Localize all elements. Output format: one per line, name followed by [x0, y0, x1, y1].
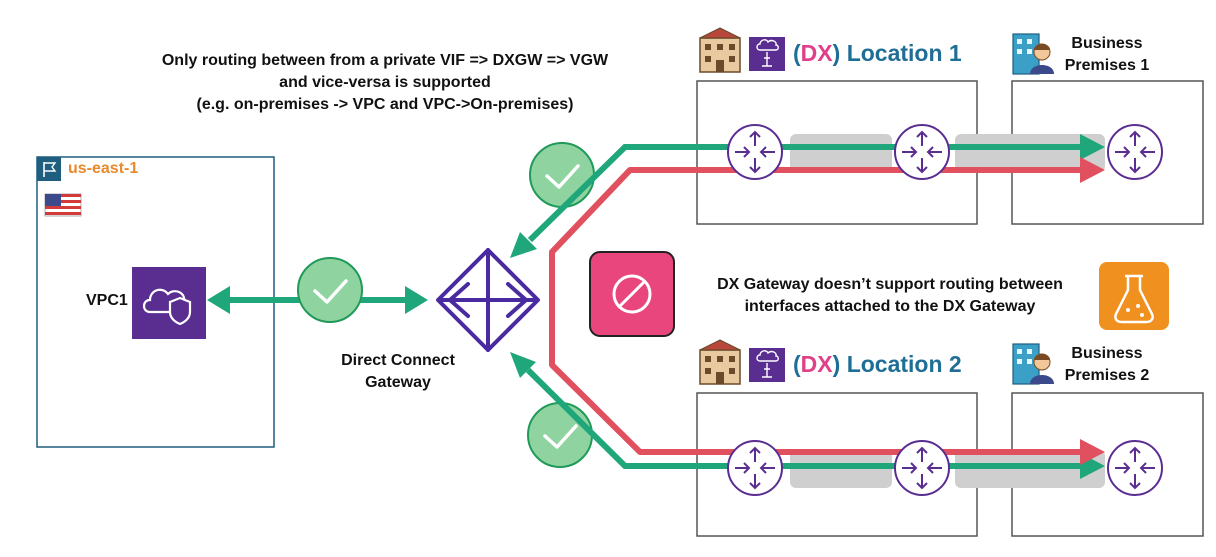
office-worker-icon-1 — [1012, 33, 1054, 75]
blocked-icon — [589, 251, 675, 337]
top-note-line3: (e.g. on-premises -> VPC and VPC->On-pre… — [196, 96, 574, 113]
router-icon-biz2 — [1107, 440, 1163, 496]
location1-dx: DX — [800, 40, 833, 66]
location1-open-paren: ( — [793, 40, 801, 66]
denied-path — [549, 157, 1105, 465]
check-icon-bottom — [527, 402, 593, 468]
location1-close-paren: ) — [832, 40, 841, 66]
router-icon-loc1-a — [727, 124, 783, 180]
location2-dx: DX — [800, 351, 833, 377]
dx-location-icon-1 — [749, 37, 785, 71]
top-note: Only routing between from a private VIF … — [120, 50, 650, 116]
us-flag-icon — [44, 193, 82, 217]
router-icon-loc2-a — [727, 440, 783, 496]
region-flag-icon — [37, 157, 61, 181]
router-icon-loc1-b — [894, 124, 950, 180]
business2-label: Business Premises 2 — [1052, 343, 1162, 387]
dx-gateway-icon — [436, 248, 540, 352]
business1-line1: Business — [1071, 35, 1143, 52]
dx-gateway-label: Direct Connect Gateway — [318, 350, 478, 394]
lab-flask-icon — [1099, 262, 1169, 330]
business1-line2: Premises 1 — [1064, 57, 1150, 74]
location2-title: (DX) Location 2 — [793, 351, 962, 378]
check-icon-top — [529, 142, 595, 208]
middle-note: DX Gateway doesn’t support routing betwe… — [690, 274, 1090, 318]
building-icon-loc2 — [699, 339, 741, 385]
link-bar-biz1 — [955, 134, 1105, 172]
location1-title: (DX) Location 1 — [793, 40, 962, 67]
location1-name: Location 1 — [846, 40, 962, 66]
dx-gateway-label-line1: Direct Connect — [341, 352, 455, 369]
business1-label: Business Premises 1 — [1052, 33, 1162, 77]
region-label: us-east-1 — [68, 160, 139, 177]
dx-gateway-label-line2: Gateway — [365, 374, 431, 391]
business2-line1: Business — [1071, 345, 1143, 362]
check-icon-vpc — [297, 257, 363, 323]
top-note-line1: Only routing between from a private VIF … — [161, 52, 609, 69]
office-worker-icon-2 — [1012, 343, 1054, 385]
location2-name: Location 2 — [846, 351, 962, 377]
vpc-icon — [132, 267, 206, 339]
router-icon-loc2-b — [894, 440, 950, 496]
vpc-label: VPC1 — [86, 292, 128, 309]
top-note-line2: and vice-versa is supported — [279, 74, 491, 91]
location2-open-paren: ( — [793, 351, 801, 377]
location2-close-paren: ) — [832, 351, 841, 377]
building-icon-loc1 — [699, 27, 741, 73]
dx-location-icon-2 — [749, 348, 785, 382]
link-bar-loc1 — [790, 134, 892, 172]
middle-note-line2: interfaces attached to the DX Gateway — [744, 298, 1036, 315]
business2-line2: Premises 2 — [1064, 367, 1150, 384]
router-icon-biz1 — [1107, 124, 1163, 180]
middle-note-line1: DX Gateway doesn’t support routing betwe… — [717, 276, 1063, 293]
